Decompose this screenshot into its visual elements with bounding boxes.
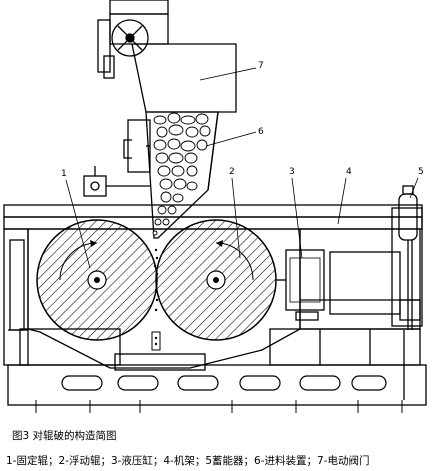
callout-2: 2 (229, 167, 235, 177)
anchor-bolts (35, 400, 403, 413)
callout-7: 7 (258, 61, 264, 71)
callout-4: 4 (346, 167, 352, 177)
callout-1: 1 (61, 169, 67, 179)
figure-legend: 1-固定辊；2-浮动辊；3-液压缸；4-机架；5蓄能器；6-进料装置；7-电动阀… (6, 455, 370, 467)
figure-caption: 图3 对辊破的构造简图 (12, 430, 117, 442)
leader-lines (65, 67, 419, 269)
callout-5: 5 (418, 167, 424, 177)
roll-housing (27, 228, 301, 371)
base-slots (61, 375, 387, 391)
crushed-product (151, 248, 161, 351)
callout-labels: 1 2 3 4 5 6 7 (61, 61, 424, 179)
roll-crusher-diagram: 1 2 3 4 5 6 7 (3, 0, 427, 413)
accumulator (398, 185, 421, 400)
callout-3: 3 (289, 167, 295, 177)
callout-6: 6 (258, 127, 264, 137)
hydraulic-cylinder (276, 249, 325, 321)
electric-valve (97, 0, 237, 113)
material-particles (152, 112, 211, 236)
fixed-roll (36, 219, 158, 341)
floating-roll (155, 219, 277, 341)
